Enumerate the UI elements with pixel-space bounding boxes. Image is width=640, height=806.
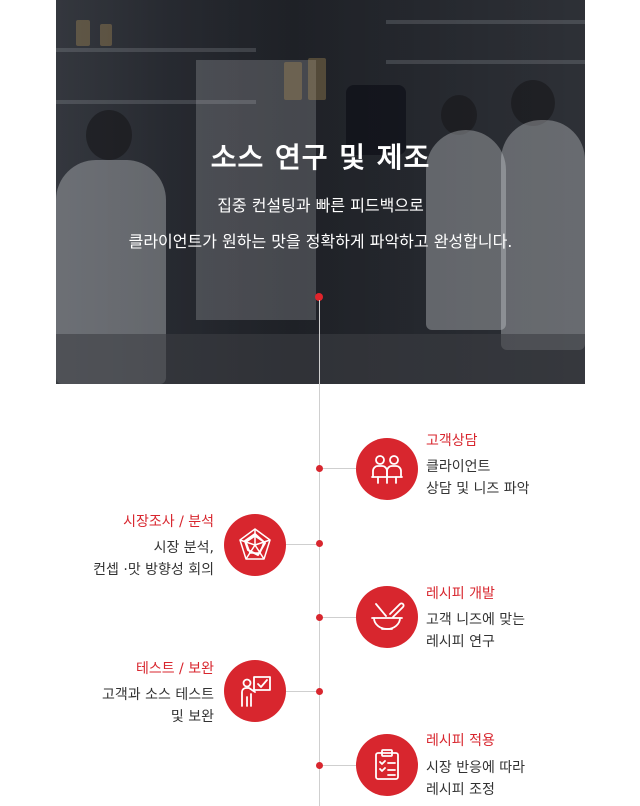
timeline-dot: [316, 540, 323, 547]
step-desc-line2: 레시피 연구: [426, 634, 495, 650]
step-desc-line1: 고객과 소스 테스트: [102, 687, 214, 703]
step-icon-circle: [356, 734, 418, 796]
timeline-line: [319, 300, 320, 806]
connector-line: [286, 544, 316, 545]
scientist-head: [441, 95, 477, 135]
step-desc-line2: 컨셉 ·맛 방향성 회의: [93, 562, 214, 578]
step-desc-line2: 레시피 조정: [426, 782, 495, 798]
mixing-bowl-icon: [371, 602, 405, 630]
step-desc-line2: 및 보완: [170, 709, 214, 725]
scientist-head: [511, 80, 555, 126]
lab-shelf: [386, 20, 585, 24]
bottle: [76, 20, 90, 46]
step-title: 고객상담: [426, 433, 478, 449]
lab-shelf: [386, 60, 585, 64]
step-icon-circle: [356, 586, 418, 648]
scientist-coat: [426, 130, 506, 330]
lab-bench: [56, 334, 585, 384]
timeline-dot: [316, 614, 323, 621]
connector-line: [323, 468, 356, 469]
step-desc-line1: 클라이언트: [426, 459, 491, 475]
consultation-icon: [371, 455, 403, 484]
connector-line: [323, 617, 356, 618]
step-desc-line2: 상담 및 니즈 파악: [426, 481, 530, 497]
bottle: [284, 62, 302, 100]
bottle: [100, 24, 112, 46]
lab-shelf: [56, 48, 256, 52]
hero-title: 소스 연구 및 제조: [210, 141, 431, 174]
scientist-head: [86, 110, 132, 160]
bottle: [308, 58, 326, 100]
clipboard-checklist-icon: [375, 749, 399, 780]
timeline-dot: [316, 465, 323, 472]
timeline-start-dot: [315, 293, 323, 301]
lab-cabinet: [196, 60, 316, 320]
hero-subtitle-line1: 집중 컨설팅과 빠른 피드백으로: [217, 196, 424, 215]
lab-shelf: [56, 100, 256, 104]
hero-subtitle-line2: 클라이언트가 원하는 맛을 정확하게 파악하고 완성합니다.: [128, 232, 513, 251]
step-icon-circle: [224, 514, 286, 576]
timeline-dot: [316, 688, 323, 695]
radar-chart-icon: [239, 528, 271, 560]
step-icon-circle: [224, 660, 286, 722]
step-desc-line1: 시장 분석,: [153, 540, 214, 556]
step-title: 레시피 개발: [426, 586, 495, 602]
step-desc-line1: 시장 반응에 따라: [426, 760, 526, 776]
step-desc-line1: 고객 니즈에 맞는: [426, 612, 526, 628]
step-title: 테스트 / 보완: [135, 661, 214, 677]
scientist-coat: [501, 120, 585, 350]
lab-equipment: [346, 85, 406, 155]
presentation-icon: [241, 676, 271, 707]
step-title: 레시피 적용: [426, 733, 495, 749]
step-icon-circle: [356, 438, 418, 500]
connector-line: [323, 765, 356, 766]
step-title: 시장조사 / 분석: [123, 514, 214, 530]
hero-banner: 소스 연구 및 제조 집중 컨설팅과 빠른 피드백으로 클라이언트가 원하는 맛…: [56, 0, 585, 384]
connector-line: [286, 691, 316, 692]
timeline-dot: [316, 762, 323, 769]
